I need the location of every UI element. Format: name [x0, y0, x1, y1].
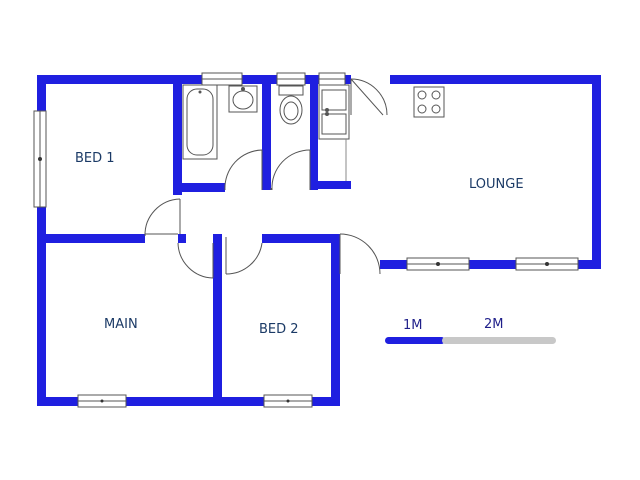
doors [144, 78, 388, 279]
wall-bath-wc [262, 75, 271, 190]
walls [37, 75, 601, 406]
window-main [77, 394, 127, 408]
window-lounge-right [515, 257, 579, 271]
wall-lounge-right [592, 75, 601, 269]
fixtures [182, 84, 445, 181]
door-main [177, 242, 214, 279]
wall-kitchen-bottom [310, 181, 351, 189]
door-bed1 [144, 198, 181, 237]
door-wc [270, 149, 311, 191]
bathtub-icon [182, 84, 218, 160]
toilet-icon [278, 85, 304, 125]
door-bed2 [225, 237, 263, 275]
window-bathroom [201, 72, 243, 86]
scale-bar-blue-segment [385, 337, 445, 344]
room-label-bed2: BED 2 [259, 322, 299, 337]
room-label-bed1: BED 1 [75, 151, 115, 166]
room-label-main: MAIN [104, 317, 138, 332]
wall-top-left [37, 75, 351, 84]
wall-bed2-top [262, 234, 340, 243]
window-bed1 [33, 110, 47, 208]
window-bed2 [263, 394, 313, 408]
scale-label-2m: 2M [484, 317, 504, 332]
door-bathroom [224, 149, 263, 191]
door-front [350, 78, 388, 116]
stove-icon [413, 86, 445, 118]
scale-bar-grey-segment [442, 337, 556, 344]
wall-bed1-right [173, 75, 182, 195]
room-label-lounge: LOUNGE [469, 177, 524, 192]
wall-main-bed2 [213, 234, 222, 406]
wall-bottom [37, 397, 340, 406]
basin-icon [228, 85, 258, 113]
wall-lounge-bottom [380, 260, 601, 269]
wall-wc-kitchen [310, 75, 318, 190]
scale-bar: 1M 2M [385, 317, 556, 344]
windows [33, 72, 579, 408]
scale-label-1m: 1M [403, 318, 423, 333]
wall-bath-bottom [173, 183, 225, 192]
wall-top-right [390, 75, 601, 84]
wall-bed2-right [331, 234, 340, 406]
window-lounge-left [406, 257, 470, 271]
wall-bed1-main [37, 234, 145, 243]
kitchen-sink-icon [318, 84, 350, 140]
window-wc [276, 72, 306, 86]
window-kitchen [318, 72, 346, 86]
wall-hall-stub [178, 234, 186, 243]
door-lounge [339, 233, 381, 275]
